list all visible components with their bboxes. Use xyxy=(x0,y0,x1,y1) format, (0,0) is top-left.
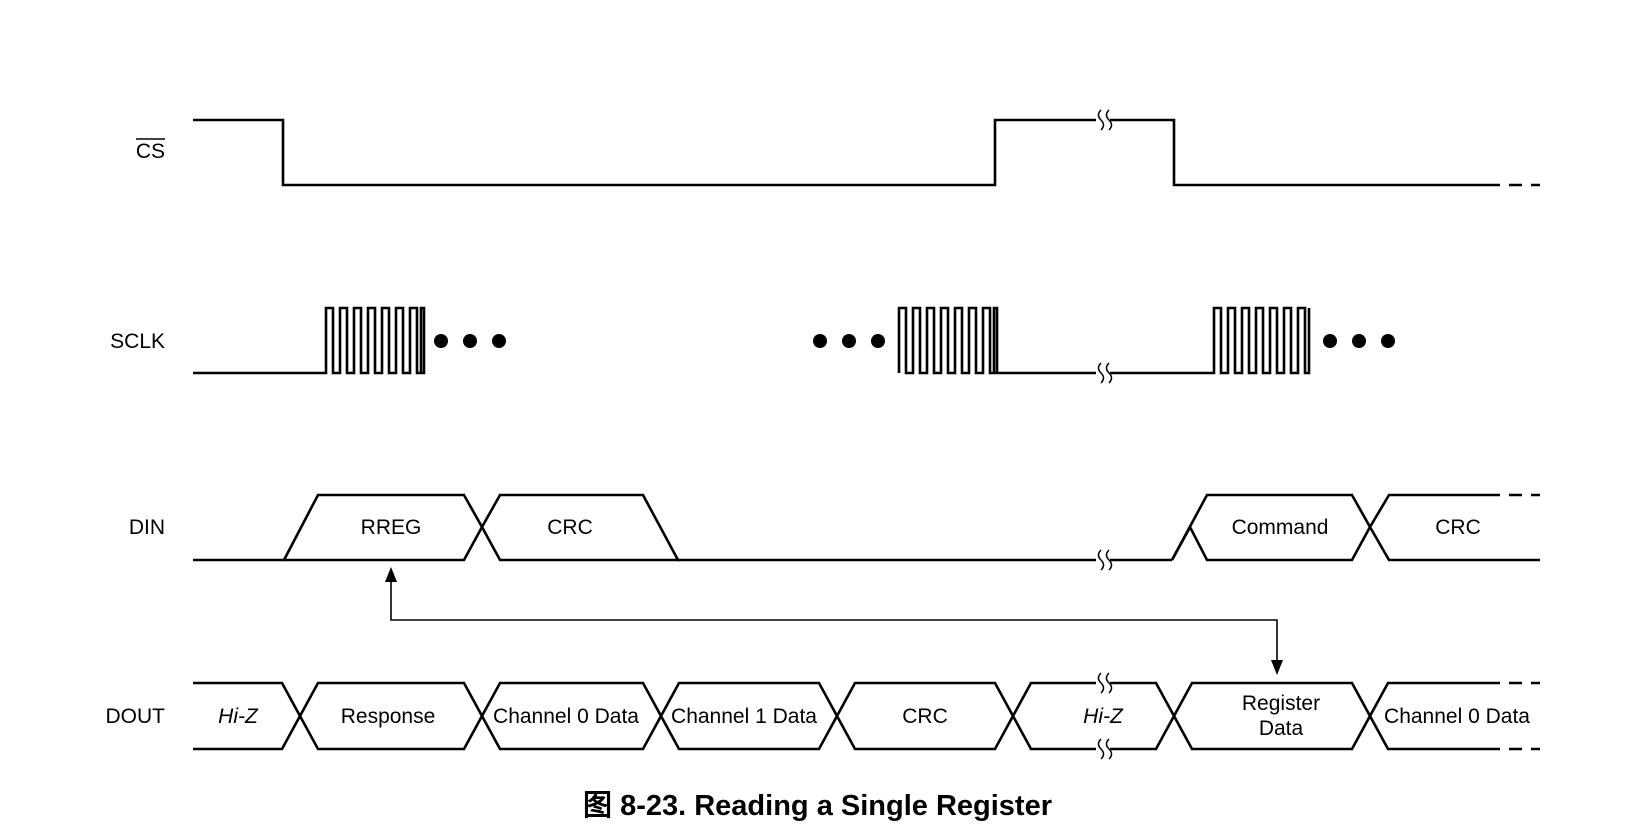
din-break-icon xyxy=(1096,549,1113,571)
sclk-waveform xyxy=(193,306,1395,384)
dout-break-icon-bottom xyxy=(1096,738,1113,760)
dout-channel1-label: Channel 1 Data xyxy=(671,705,817,728)
cs-break-icon xyxy=(1096,109,1113,131)
din-crc2-label: CRC xyxy=(1435,516,1481,539)
din-label: DIN xyxy=(129,516,165,539)
sclk-ellipsis-3 xyxy=(1323,334,1395,348)
dout-channel0-label: Channel 0 Data xyxy=(493,705,639,728)
din-waveform: RREG CRC Command CRC xyxy=(193,493,1540,571)
cs-waveform xyxy=(193,109,1540,187)
din-command-segment xyxy=(1170,493,1372,562)
dout-break-icon-top xyxy=(1096,672,1113,694)
dout-crc-label: CRC xyxy=(902,705,948,728)
din-crc-segment xyxy=(480,493,681,562)
dout-waveform: Hi-Z Response Channel 0 Data Channel 1 D… xyxy=(193,672,1540,760)
sclk-label: SCLK xyxy=(110,330,165,353)
caption-prefix: 图 xyxy=(583,790,613,822)
dout-channel0-2-label: Channel 0 Data xyxy=(1384,705,1530,728)
din-crc-label: CRC xyxy=(547,516,593,539)
dout-register-label-line2: Data xyxy=(1259,717,1304,740)
dout-hiz2-label: Hi-Z xyxy=(1083,705,1124,728)
dout-register-label-line1: Register xyxy=(1242,692,1320,715)
dout-response-label: Response xyxy=(341,705,436,728)
caption-text: 8-23. Reading a Single Register xyxy=(620,790,1052,822)
cs-label: CS xyxy=(136,140,165,163)
figure-caption: 图 8-23. Reading a Single Register xyxy=(0,782,1635,824)
response-link-arrow xyxy=(385,567,1283,675)
dout-hiz-label: Hi-Z xyxy=(218,705,259,728)
sclk-break-icon xyxy=(1096,362,1113,384)
din-command-label: Command xyxy=(1232,516,1329,539)
din-rreg-label: RREG xyxy=(361,516,422,539)
dout-label: DOUT xyxy=(106,705,166,728)
sclk-ellipsis-1 xyxy=(434,334,506,348)
sclk-ellipsis-2 xyxy=(813,334,885,348)
